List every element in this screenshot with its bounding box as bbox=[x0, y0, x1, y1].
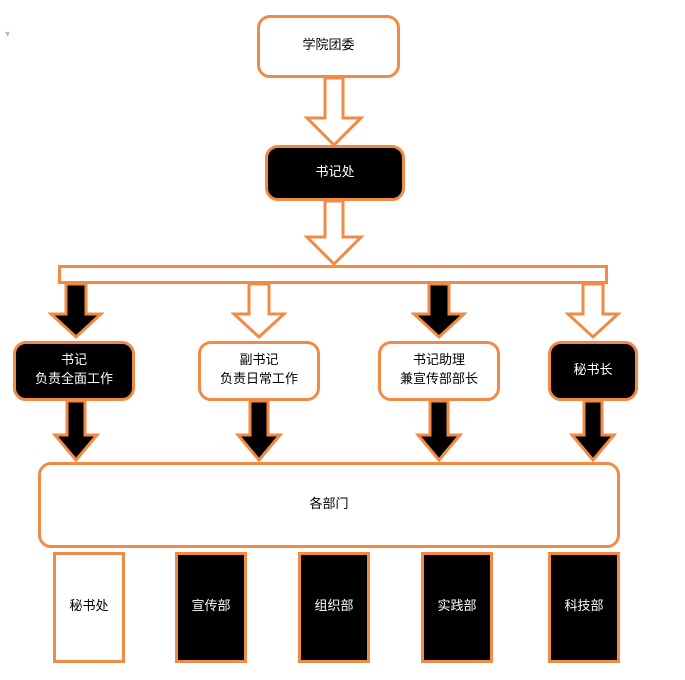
node-secretariat[interactable]: 书记处 bbox=[265, 145, 405, 201]
role-title: 秘书长 bbox=[573, 362, 613, 378]
role-duty: 负责日常工作 bbox=[219, 372, 298, 387]
node-department-science-technology[interactable]: 科技部 bbox=[548, 552, 620, 663]
node-department-propaganda[interactable]: 宣传部 bbox=[175, 552, 247, 663]
department-label: 组织部 bbox=[314, 599, 354, 615]
arrow-role-3-to-departments bbox=[415, 401, 463, 463]
node-role-secretary-assistant[interactable]: 书记助理 兼宣传部部长 bbox=[378, 341, 500, 401]
role-title: 副书记 bbox=[239, 353, 279, 369]
arrow-committee-to-secretariat bbox=[303, 78, 365, 148]
node-department-secretariat-office[interactable]: 秘书处 bbox=[53, 552, 125, 663]
department-label: 科技部 bbox=[564, 599, 604, 615]
role-title: 书记助理 bbox=[412, 353, 465, 369]
arrow-role-2-to-departments bbox=[235, 401, 283, 463]
node-department-practice[interactable]: 实践部 bbox=[421, 552, 493, 663]
arrow-bus-to-role-2 bbox=[231, 284, 287, 340]
arrow-role-4-to-departments bbox=[569, 401, 617, 463]
arrow-role-1-to-departments bbox=[52, 401, 100, 463]
node-college-youth-league-committee[interactable]: 学院团委 bbox=[257, 15, 400, 78]
department-label: 实践部 bbox=[437, 599, 477, 615]
role-title: 书记 bbox=[60, 353, 87, 369]
node-label: 书记处 bbox=[315, 164, 355, 180]
node-label: 各部门 bbox=[309, 496, 349, 512]
arrow-bus-to-role-4 bbox=[565, 284, 621, 340]
arrow-bus-to-role-1 bbox=[48, 284, 104, 340]
node-role-secretary[interactable]: 书记 负责全面工作 bbox=[13, 341, 135, 401]
node-label: 学院团委 bbox=[302, 38, 355, 54]
arrow-secretariat-to-bus bbox=[303, 201, 365, 267]
role-duty: 负责全面工作 bbox=[34, 372, 113, 387]
role-duty: 兼宣传部部长 bbox=[399, 372, 478, 387]
stray-mark-icon: ▾ bbox=[5, 29, 11, 40]
arrow-bus-to-role-3 bbox=[411, 284, 467, 340]
department-label: 宣传部 bbox=[191, 599, 231, 615]
department-label: 秘书处 bbox=[69, 599, 109, 615]
node-department-organization[interactable]: 组织部 bbox=[298, 552, 370, 663]
distribution-bus-bar bbox=[58, 265, 608, 284]
node-role-deputy-secretary[interactable]: 副书记 负责日常工作 bbox=[198, 341, 320, 401]
node-departments-group[interactable]: 各部门 bbox=[38, 462, 620, 548]
node-role-secretary-general[interactable]: 秘书长 bbox=[548, 341, 638, 401]
